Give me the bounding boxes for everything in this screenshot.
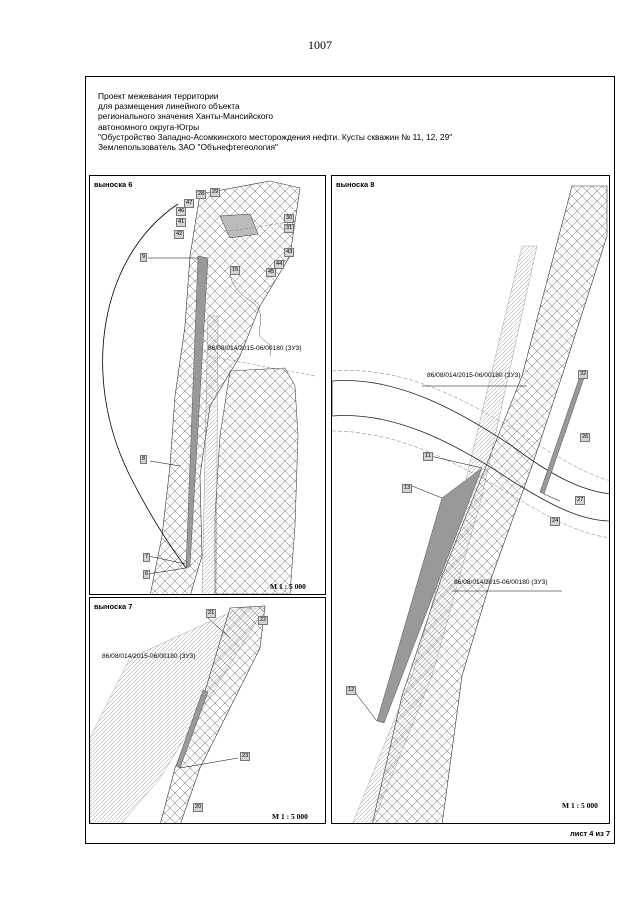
cadastral-label: 86/08/014/2015-06/00180 (ЗУ3)	[427, 372, 521, 379]
cadastral-label: 86/08/014/2015-06/00180 (ЗУ3)	[102, 653, 196, 660]
callout-8-title: выноска 8	[336, 180, 375, 189]
point-label: 28	[196, 190, 207, 199]
header-line: Землепользователь ЗАО "Обънефтегеология"	[98, 142, 279, 153]
point-label: 29	[210, 188, 221, 197]
callout-7-panel: выноска 7 86/08/014/2015-06/00180 (ЗУ3) …	[89, 597, 326, 824]
header-line: Проект межевания территории	[98, 91, 219, 101]
point-label: 21	[206, 609, 217, 618]
scale-label: М 1 : 5 000	[270, 582, 306, 591]
point-label: 11	[423, 452, 433, 461]
point-label: 47	[184, 199, 195, 208]
diagonal-hatch-strip	[201, 315, 219, 594]
point-label: 22	[258, 616, 269, 625]
callout-6-map	[102, 180, 316, 594]
header-line: автономного округа-Югры	[98, 121, 200, 132]
callout-6-panel: выноска 6 86/08/014/2015-06/00180 (ЗУ3) …	[89, 175, 326, 595]
point-label: 15	[230, 266, 241, 275]
callout-7-title: выноска 7	[94, 602, 133, 611]
scale-label: М 1 : 5 000	[272, 812, 308, 821]
point-label: 44	[274, 260, 285, 269]
callout-7-map	[90, 605, 266, 823]
allotment-polygon	[185, 255, 209, 569]
point-label: 27	[575, 496, 586, 505]
point-label: 30	[284, 214, 295, 223]
point-label: 20	[193, 803, 204, 812]
point-label: 12	[346, 686, 357, 695]
point-label: 32	[578, 370, 589, 379]
header-line: для размещения линейного объекта	[98, 101, 240, 112]
scale-label: М 1 : 5 000	[562, 801, 598, 810]
point-label: 41	[176, 218, 187, 227]
point-label: 24	[550, 517, 561, 526]
project-header: Проект межевания территории для размещен…	[98, 91, 452, 152]
cross-hatched-corridor	[150, 180, 301, 594]
callout-8-panel: выноска 8 86/08/014/2015-06/00180 (ЗУ3) …	[331, 175, 610, 824]
point-label: 26	[580, 433, 591, 442]
callout-8-map	[332, 185, 609, 823]
cadastral-label: 86/08/014/2015-06/00180 (ЗУ3)	[454, 579, 548, 586]
point-label: 45	[266, 268, 277, 277]
point-label: 31	[284, 224, 295, 233]
point-label: 7	[143, 553, 151, 562]
header-line: регионального значения Ханты-Мансийского	[98, 111, 274, 122]
point-label: 46	[176, 207, 187, 216]
point-label: 9	[140, 253, 148, 262]
cross-hatched-zone	[214, 367, 299, 594]
point-label: 42	[174, 230, 185, 239]
callout-6-title: выноска 6	[94, 180, 133, 189]
facility-block	[219, 213, 259, 239]
boundary-curve	[102, 203, 187, 569]
page-number: 1007	[308, 38, 332, 52]
header-line: "Обустройство Западно-Асомкинского место…	[98, 131, 453, 142]
river-band	[332, 380, 609, 522]
point-label: 43	[284, 248, 295, 257]
drawing-sheet-frame	[85, 76, 615, 844]
point-label: 8	[140, 455, 148, 464]
point-label: 6	[143, 570, 151, 579]
sheet-number: лист 4 из 7	[570, 829, 611, 838]
cadastral-label: 86/08/014/2015-06/00180 (ЗУ3)	[208, 345, 302, 352]
point-label: 23	[240, 752, 251, 761]
point-label: 13	[402, 484, 413, 493]
